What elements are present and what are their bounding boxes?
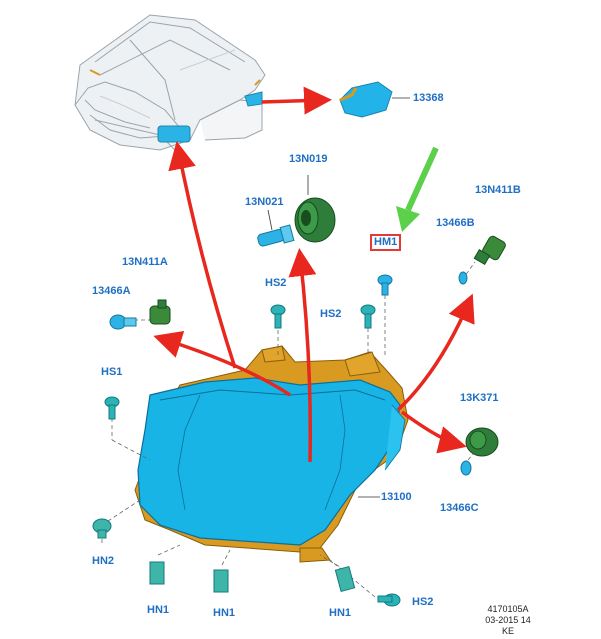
bulb-socket-13N411B-icon	[458, 235, 506, 285]
label-13N021: 13N021	[245, 196, 284, 208]
nut-icon	[92, 518, 112, 539]
bulb-socket-13N411A-icon	[109, 299, 171, 330]
label-13368: 13368	[413, 92, 444, 104]
screw-hs2-mid-icon	[360, 304, 376, 329]
footer-date: 03-2015 14	[485, 615, 531, 625]
vehicle-front-icon	[74, 14, 266, 151]
screw-hs2-bottom-icon	[377, 593, 401, 607]
screw-hs2-top-icon	[270, 304, 286, 329]
bulb-icon	[257, 209, 295, 247]
label-HS2-bottom: HS2	[412, 596, 434, 608]
label-13466C: 13466C	[440, 502, 479, 514]
label-HN1-a: HN1	[147, 604, 170, 616]
label-HS1: HS1	[101, 366, 123, 378]
label-13K371: 13K371	[460, 392, 499, 404]
footer-region: KE	[501, 626, 514, 636]
label-13N411B: 13N411B	[475, 184, 521, 196]
screw-hs1-icon	[104, 396, 120, 420]
label-HS2-top: HS2	[265, 277, 287, 289]
label-13466B: 13466B	[436, 217, 475, 229]
callout-arrow-icon	[153, 86, 475, 463]
label-HN1-b: HN1	[213, 607, 236, 619]
footer-code: 4170105A	[487, 604, 529, 614]
label-13N411A: 13N411A	[122, 256, 168, 268]
headlamp-assembly-icon	[134, 345, 409, 563]
label-13100: 13100	[381, 491, 412, 503]
label-HS2-mid: HS2	[320, 308, 342, 320]
bulb-socket-13K371-icon	[460, 427, 499, 476]
label-HN1-c: HN1	[329, 607, 352, 619]
indicator-arrow-icon	[396, 146, 439, 232]
push-pin-icon	[377, 274, 393, 296]
part-13368-icon	[339, 81, 410, 118]
label-HN2: HN2	[92, 555, 115, 567]
label-13N019: 13N019	[289, 153, 328, 165]
label-13466A: 13466A	[92, 285, 131, 297]
clip-icon	[149, 561, 356, 593]
bulb-socket-icon	[294, 197, 336, 243]
label-leaders	[307, 175, 380, 498]
label-HM1: HM1	[370, 234, 402, 251]
